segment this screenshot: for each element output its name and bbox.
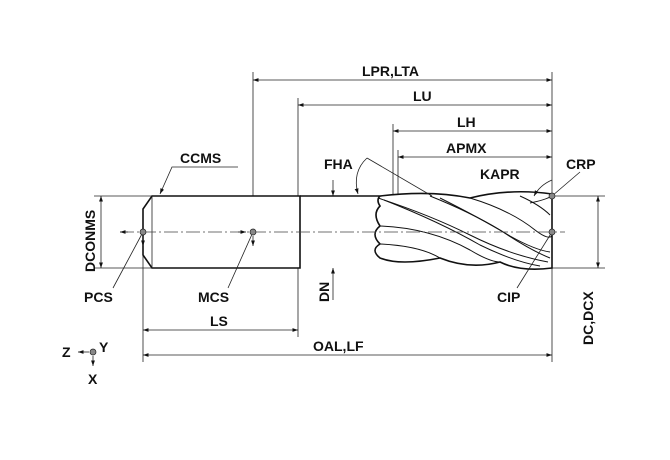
crp-point <box>548 192 556 200</box>
mcs-point <box>249 228 257 236</box>
dimension-lines <box>99 78 600 357</box>
label-ccms: CCMS <box>180 150 221 166</box>
flute-section <box>300 190 553 270</box>
label-dconms: DCONMS <box>82 210 98 272</box>
cip-point <box>548 228 556 236</box>
label-lu: LU <box>413 88 432 104</box>
label-cip: CIP <box>497 289 520 305</box>
label-mcs: MCS <box>198 289 229 305</box>
leader-lines <box>112 157 581 289</box>
label-lpr-lta: LPR,LTA <box>362 63 419 79</box>
pcs-point <box>139 228 147 236</box>
coordinate-axes-icon: Z Y X <box>62 339 109 387</box>
flutes <box>377 195 553 267</box>
axis-y-label: Y <box>99 339 109 355</box>
label-lh: LH <box>457 114 476 130</box>
label-dn: DN <box>316 282 332 302</box>
tool-body <box>120 190 565 270</box>
label-ls: LS <box>210 313 228 329</box>
label-oal-lf: OAL,LF <box>313 338 364 354</box>
reference-points <box>139 192 556 236</box>
label-fha: FHA <box>324 156 353 172</box>
label-kapr: KAPR <box>480 166 520 182</box>
label-pcs: PCS <box>84 289 113 305</box>
axis-x-label: X <box>88 371 98 387</box>
axis-z-label: Z <box>62 344 71 360</box>
label-apmx: APMX <box>446 140 487 156</box>
label-crp: CRP <box>566 156 596 172</box>
label-dc-dcx: DC,DCX <box>580 291 596 345</box>
